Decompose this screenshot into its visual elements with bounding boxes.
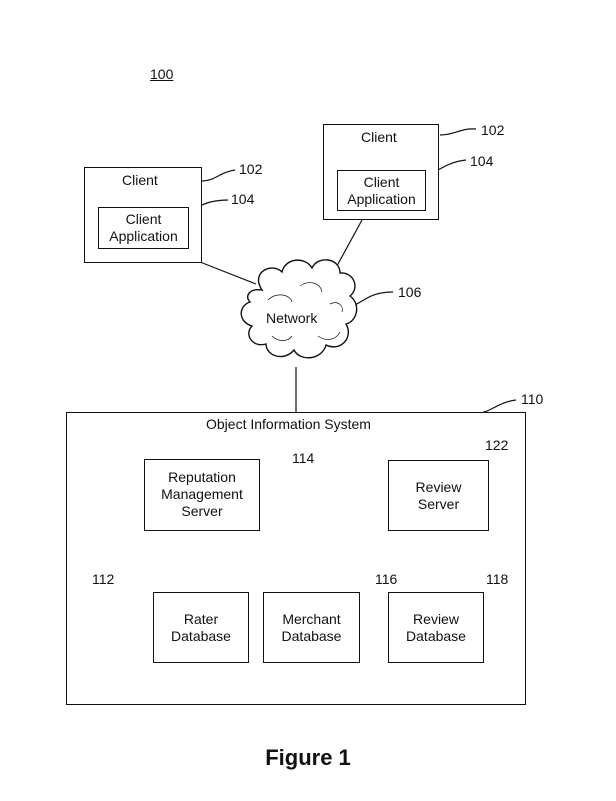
review-database-label: Review Database <box>406 611 466 644</box>
merchant-database-ref-number: 116 <box>375 571 398 587</box>
reputation-management-server-label: Reputation Management Server <box>161 469 243 519</box>
leader-106 <box>354 291 394 306</box>
client-left-to-network-line <box>199 261 257 285</box>
leader-102-right <box>439 128 477 136</box>
network-label: Network <box>266 310 318 326</box>
client-label: Client <box>122 172 158 188</box>
client-application-ref-number: 104 <box>470 153 494 169</box>
figure-caption: Figure 1 <box>265 745 351 770</box>
reputation-management-server-box: Reputation Management Server <box>144 459 260 531</box>
rater-database-box: Rater Database <box>153 592 249 663</box>
system-ref-number: 110 <box>521 391 544 407</box>
network-cloud-icon <box>240 259 358 359</box>
reputation-server-ref-number: 114 <box>292 450 315 466</box>
client-ref-number: 102 <box>239 161 263 177</box>
review-server-box: Review Server <box>388 460 489 531</box>
rater-database-ref-number: 112 <box>92 571 115 587</box>
review-server-label: Review Server <box>415 479 462 512</box>
figure-reference-number: 100 <box>150 66 174 82</box>
review-server-ref-number: 122 <box>485 437 509 453</box>
rater-database-label: Rater Database <box>171 611 231 644</box>
review-database-ref-number: 118 <box>486 571 509 587</box>
merchant-database-box: Merchant Database <box>263 592 360 663</box>
leader-102-left <box>201 169 236 182</box>
review-database-box: Review Database <box>388 592 484 663</box>
system-label: Object Information System <box>206 416 371 432</box>
network-ref-number: 106 <box>398 284 422 300</box>
client-application-ref-number: 104 <box>231 191 255 207</box>
client-ref-number: 102 <box>481 122 505 138</box>
merchant-database-label: Merchant Database <box>281 611 342 644</box>
client-label: Client <box>361 129 397 145</box>
